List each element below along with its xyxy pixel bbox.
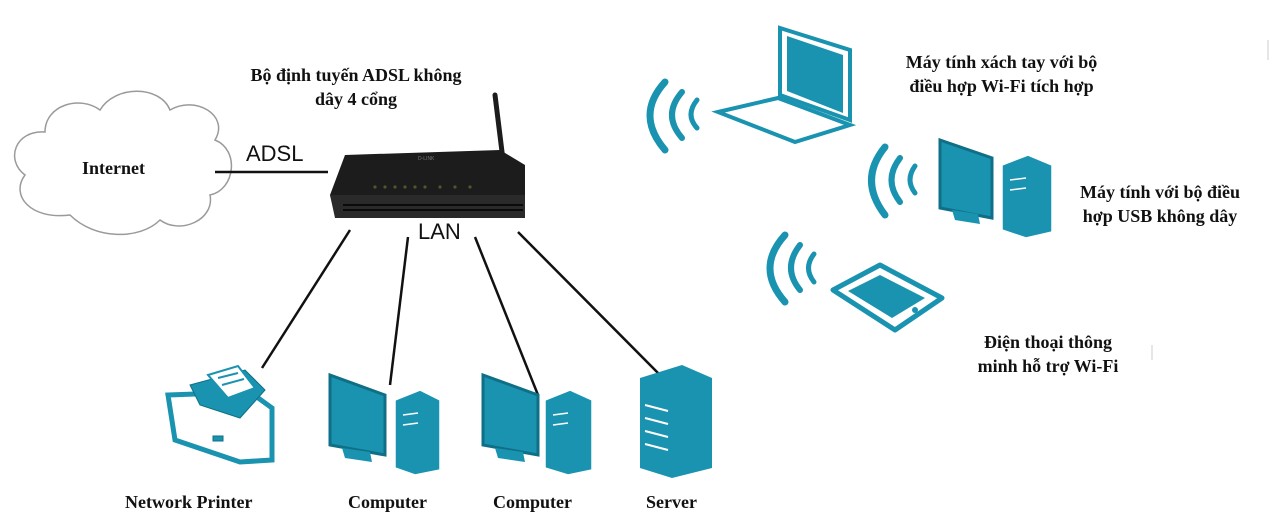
- adsl-label: ADSL: [246, 141, 304, 166]
- wifi-signal-icon: [868, 143, 918, 219]
- usb-pc-label-line1: Máy tính với bộ điều: [1080, 182, 1240, 202]
- server-icon: [640, 365, 712, 478]
- usb-pc-label-line2: hợp USB không dây: [1082, 206, 1238, 226]
- printer-icon: [165, 364, 275, 465]
- computer2-label: Computer: [493, 492, 572, 512]
- wifi-signal-icon: [646, 78, 700, 154]
- router-label-line2: dây 4 cổng: [314, 89, 397, 109]
- computer1-label: Computer: [348, 492, 427, 512]
- lan-label: LAN: [418, 219, 461, 244]
- phone-label: Điện thoại thông minh hỗ trợ Wi-Fi: [968, 330, 1128, 378]
- printer-label: Network Printer: [125, 492, 253, 512]
- laptop-icon: [711, 25, 857, 145]
- laptop-label-line2: điều hợp Wi-Fi tích hợp: [909, 76, 1094, 96]
- laptop-label-line1: Máy tính xách tay với bộ: [905, 52, 1098, 72]
- wifi-signal-icon: [766, 231, 817, 306]
- smartphone-icon: [830, 262, 945, 333]
- laptop-label: Máy tính xách tay với bộ điều hợp Wi-Fi …: [895, 50, 1108, 98]
- cloud-icon: [14, 90, 232, 236]
- desktop-icon: [481, 372, 593, 476]
- server-label: Server: [646, 492, 697, 512]
- lan-links: [260, 229, 661, 396]
- desktop-icon: [938, 137, 1053, 239]
- svg-text:D-LINK: D-LINK: [418, 156, 435, 162]
- desktop-icon: [328, 372, 441, 476]
- phone-label-line2: minh hỗ trợ Wi-Fi: [977, 356, 1119, 376]
- internet-label: Internet: [82, 158, 145, 178]
- router-label-line1: Bộ định tuyến ADSL không: [250, 65, 462, 85]
- router-label: Bộ định tuyến ADSL không dây 4 cổng: [240, 63, 472, 111]
- router-icon: D-LINK: [330, 92, 525, 218]
- phone-label-line1: Điện thoại thông: [983, 332, 1113, 352]
- usb-pc-label: Máy tính với bộ điều hợp USB không dây: [1070, 180, 1250, 228]
